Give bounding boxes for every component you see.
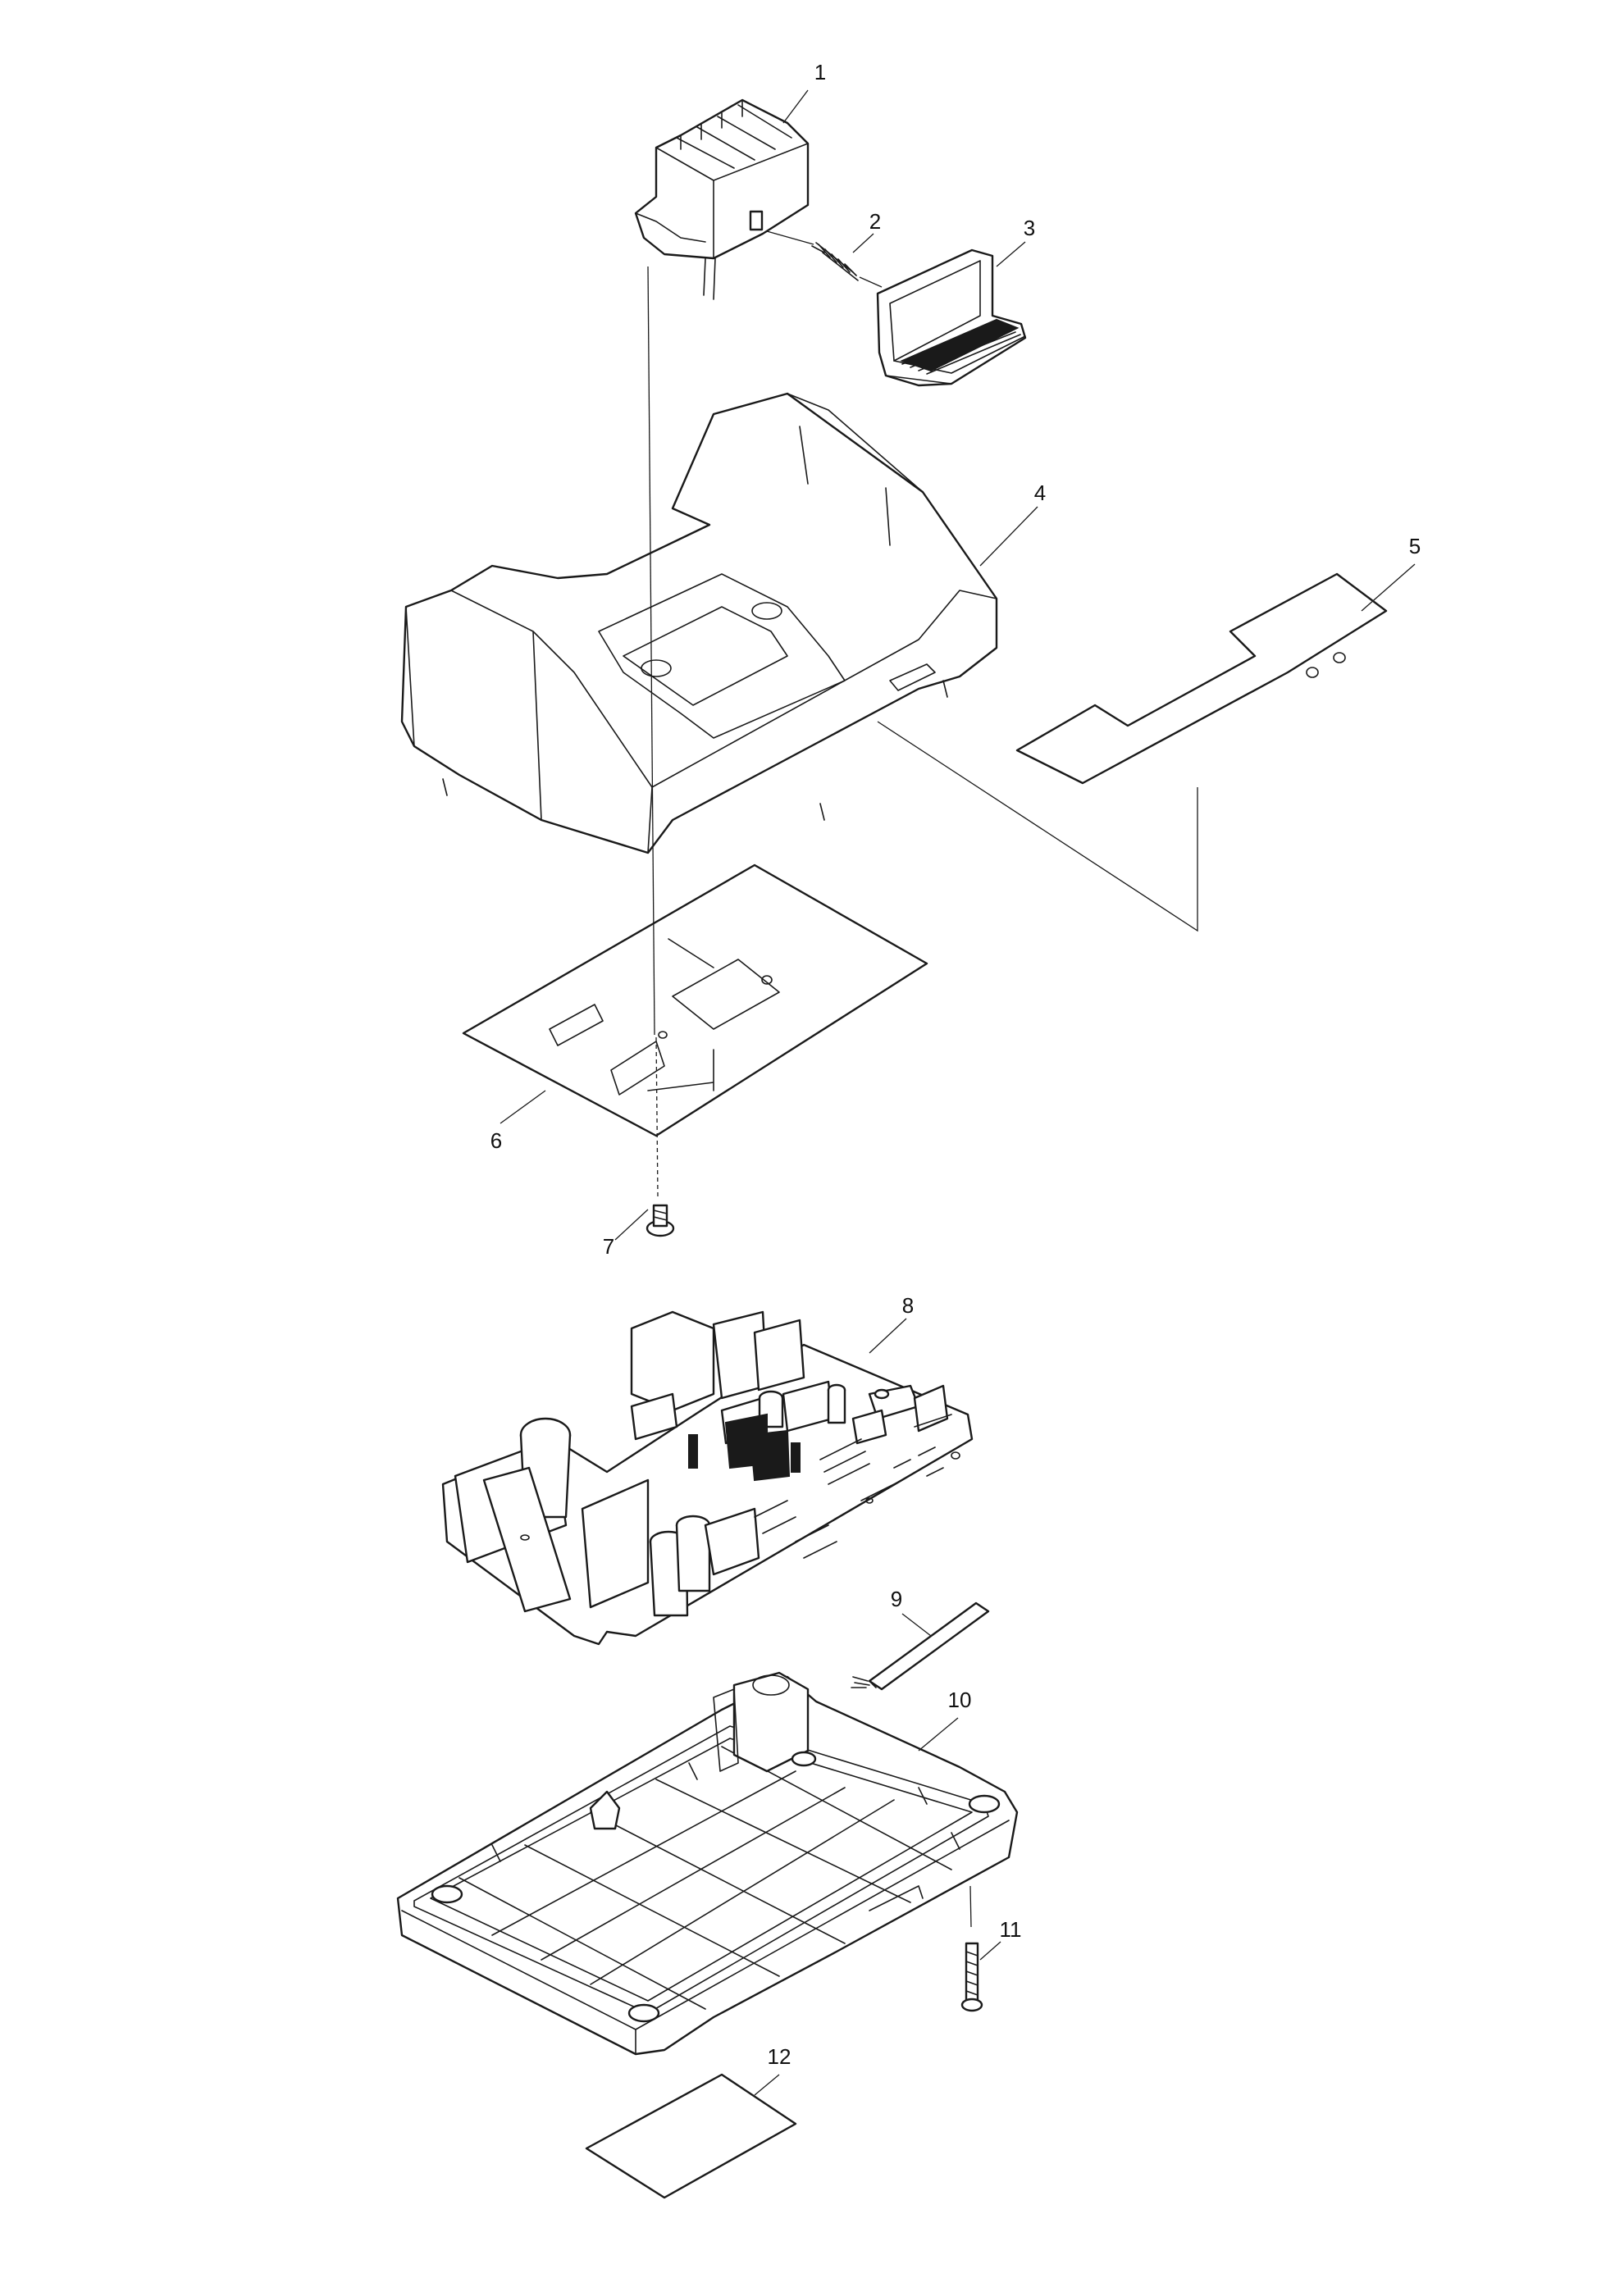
part-8-pcb <box>441 1310 974 1646</box>
part-6-insulation-sheet <box>462 863 928 1137</box>
callout-12: 12 <box>768 2044 791 2069</box>
callout-5: 5 <box>1409 534 1421 558</box>
callout-7: 7 <box>603 1234 614 1259</box>
callout-11: 11 <box>1000 1917 1022 1942</box>
part-4-upper-housing <box>400 392 998 854</box>
part-2-spring <box>766 230 883 288</box>
callout-4: 4 <box>1034 481 1046 505</box>
callout-3: 3 <box>1024 216 1035 240</box>
callout-numbers: 1 2 3 4 5 6 7 8 9 10 11 12 <box>490 60 1421 2069</box>
callout-8: 8 <box>902 1293 914 1318</box>
part-11-screw <box>960 1885 983 2012</box>
callout-1: 1 <box>814 60 826 84</box>
callout-9: 9 <box>891 1587 902 1611</box>
part-1-terminal-block <box>634 98 810 300</box>
part-12-rating-label <box>585 2073 797 2199</box>
callout-6: 6 <box>490 1128 502 1153</box>
part-5-label-plate <box>877 572 1388 932</box>
callout-10: 10 <box>948 1688 972 1712</box>
part-7-screw <box>645 1204 675 1237</box>
part-10-base-housing <box>396 1671 1019 2056</box>
part-9-rod <box>851 1601 990 1691</box>
leader-lines <box>500 89 1416 2096</box>
part-3-release-button <box>876 248 1027 387</box>
callout-2: 2 <box>869 209 881 234</box>
